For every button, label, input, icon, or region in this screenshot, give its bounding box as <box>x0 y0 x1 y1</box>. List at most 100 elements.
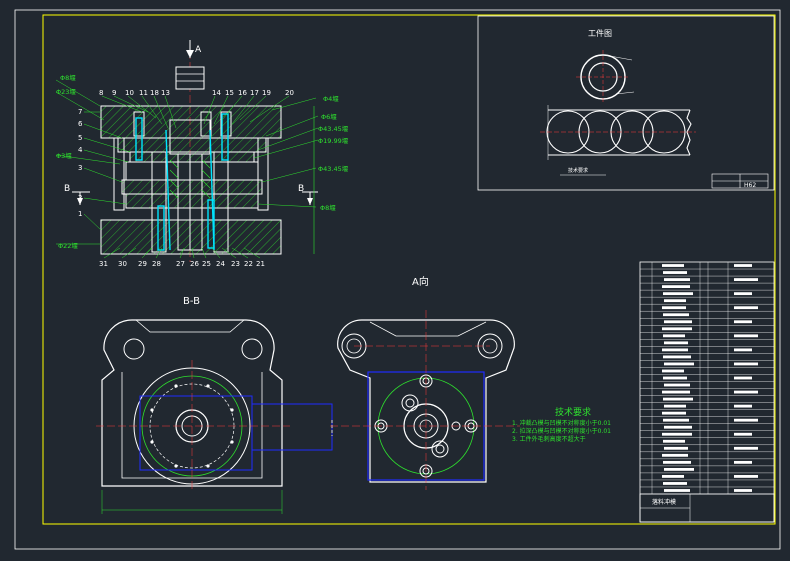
part-number: 8 <box>99 89 103 97</box>
table-cell-text <box>662 432 692 436</box>
workpiece-title: 工件图 <box>588 28 612 38</box>
fit-label: Φ3堰 <box>56 151 72 160</box>
bb-title: B-B <box>183 296 200 307</box>
part-numbers-top: 8 9 10 11 18 13 14 15 16 17 19 20 <box>99 89 294 97</box>
table-cell-text <box>734 348 752 352</box>
table-cell-text <box>664 278 690 281</box>
part-number: 27 <box>176 260 185 268</box>
table-cell-text <box>662 348 688 352</box>
table-cell-text <box>662 390 690 394</box>
part-number: 15 <box>225 89 234 97</box>
table-cell-text <box>663 355 691 359</box>
part-number: 9 <box>112 89 116 97</box>
table-cell-text <box>734 404 752 408</box>
part-number: 1 <box>78 210 82 218</box>
table-cell-text <box>663 439 685 443</box>
workpiece-note: 技术要求 <box>568 167 588 174</box>
table-cell-text <box>664 341 688 345</box>
part-number: 22 <box>244 260 253 268</box>
part-number: 21 <box>256 260 265 268</box>
table-cell-text <box>663 313 689 317</box>
fit-label: Φ43.45堰 <box>318 124 349 133</box>
part-number: 23 <box>231 260 240 268</box>
table-cell-text <box>734 460 752 464</box>
table-cell-text <box>664 446 688 450</box>
table-cell-text <box>734 362 758 366</box>
part-number: 30 <box>118 260 127 268</box>
table-cell-text <box>663 418 689 422</box>
part-number: 13 <box>161 89 170 97</box>
fit-labels: Φ8堰 Φ23堰 Φ3堰 Φ22堰 Φ4堰 Φ6堰 Φ43.45堰 Φ19.99… <box>56 73 349 250</box>
table-cell-text <box>663 292 693 296</box>
tech-item: 1. 冲裁凸模与凹模不对称度小于0.01 <box>512 419 611 427</box>
workpiece-panel: 工件图 技术要求 H62 <box>477 15 775 191</box>
table-cell-text <box>662 327 692 331</box>
table-cell-text <box>663 397 693 401</box>
table-cell-text <box>734 278 758 281</box>
a-plan-view: A向 <box>330 275 520 490</box>
workpiece-material: H62 <box>744 182 756 189</box>
table-cell-text <box>662 264 684 267</box>
fit-label: Φ6堰 <box>321 112 337 121</box>
fit-label: Φ43.45堰 <box>318 164 349 173</box>
part-numbers-left: 7 6 5 4 3 2 1 <box>78 108 83 218</box>
part-number: 18 <box>150 89 159 97</box>
part-number: 19 <box>262 89 271 97</box>
section-b-right-label: B <box>298 184 304 194</box>
table-cell-text <box>663 334 685 338</box>
part-number: 11 <box>139 89 148 97</box>
table-cell-text <box>734 489 752 492</box>
parts-list-table: 落料冲模 <box>639 261 775 523</box>
table-cell-text <box>734 446 758 450</box>
table-cell-text <box>664 320 692 324</box>
table-cell-text <box>663 482 687 485</box>
table-cell-text <box>734 432 752 436</box>
part-number: 24 <box>216 260 225 268</box>
part-number: 4 <box>78 146 83 154</box>
table-cell-text <box>664 362 694 366</box>
table-cell-text <box>734 390 758 394</box>
fit-label: Φ19.99堰 <box>318 136 349 145</box>
table-cell-text <box>663 271 687 274</box>
table-cell-text <box>662 411 686 415</box>
section-arrow-label: A <box>195 45 202 55</box>
table-cell-text <box>734 418 758 422</box>
bb-plan-view: B-B <box>96 296 333 514</box>
part-number: 20 <box>285 89 294 97</box>
table-cell-text <box>663 460 691 464</box>
part-number: 16 <box>238 89 247 97</box>
tech-title: 技术要求 <box>555 406 591 418</box>
drawing-frame <box>14 9 781 550</box>
part-number: 7 <box>78 108 82 116</box>
fit-label: Φ8堰 <box>60 73 76 82</box>
table-cell-text <box>662 475 684 478</box>
part-number: 28 <box>152 260 161 268</box>
tech-item: 2. 拉深凸模与凹模不对称度小于0.01 <box>512 427 611 435</box>
table-cell-text <box>734 320 752 324</box>
table-cell-text <box>734 475 758 478</box>
table-cell-text <box>664 383 690 387</box>
table-cell-text <box>662 453 688 457</box>
part-number: 25 <box>202 260 211 268</box>
table-cell-text <box>664 404 686 408</box>
table-cell-text <box>664 467 694 471</box>
assembly-section-view: A <box>55 40 349 268</box>
table-cell-text <box>664 299 686 303</box>
part-number: 10 <box>125 89 134 97</box>
part-numbers-bottom: 31 30 29 28 27 26 25 24 23 22 21 <box>99 260 265 268</box>
table-cell-text <box>734 306 758 310</box>
table-cell-text <box>663 376 687 380</box>
fit-label: Φ23堰 <box>56 87 76 96</box>
fit-label: Φ22堰 <box>58 241 78 250</box>
table-cell-text <box>734 264 752 267</box>
part-number: 29 <box>138 260 147 268</box>
part-number: 6 <box>78 120 83 128</box>
section-b-left-label: B <box>64 184 70 194</box>
table-cell-text <box>662 369 684 373</box>
part-number: 17 <box>250 89 259 97</box>
title-block-name: 落料冲模 <box>652 498 676 506</box>
fit-label: Φ4堰 <box>323 94 339 103</box>
table-cell-text <box>662 306 686 310</box>
part-number: 31 <box>99 260 108 268</box>
